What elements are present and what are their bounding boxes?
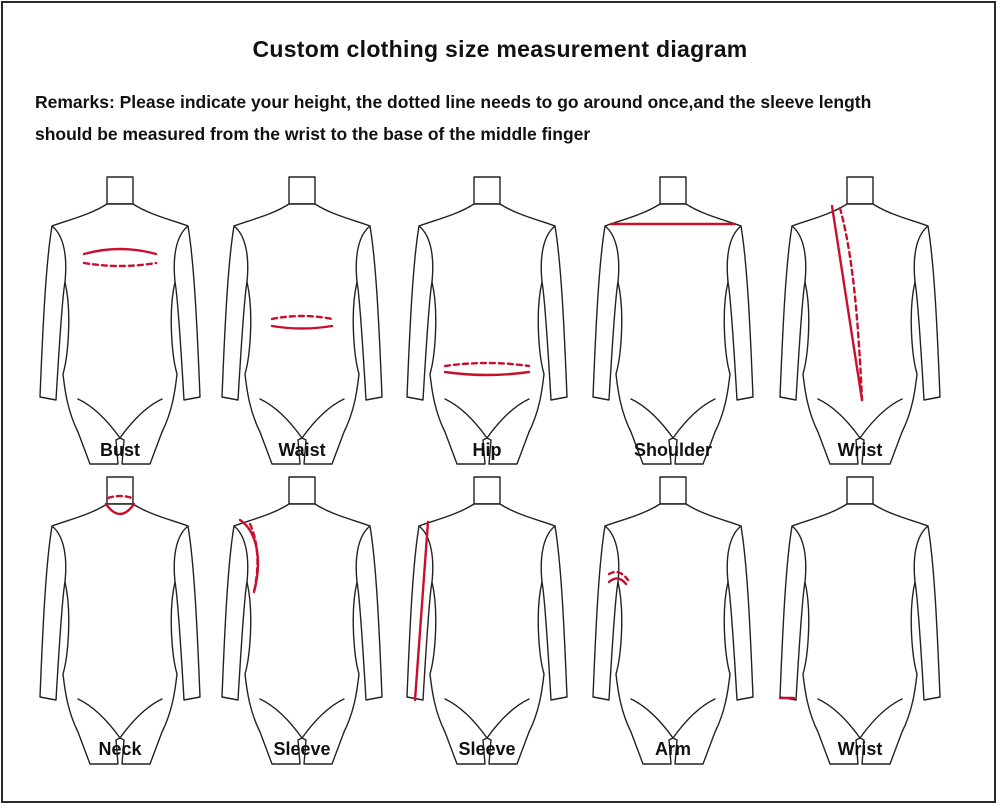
body-silhouette (39, 176, 201, 465)
measure-line-dotted (248, 522, 259, 594)
remarks-line-2: should be measured from the wrist to the… (35, 124, 591, 144)
figure-label: Hip (473, 440, 502, 460)
figure-label: Shoulder (634, 440, 712, 460)
figure-1 (39, 176, 201, 465)
measure-line-solid (270, 324, 334, 330)
figure-5 (779, 176, 941, 465)
measure-line-solid (607, 577, 628, 586)
measure-line-solid (82, 247, 158, 256)
measure-line-dotted (607, 570, 630, 582)
figure-label: Wrist (838, 739, 883, 759)
figure-label: Bust (100, 440, 140, 460)
figure-7 (221, 476, 383, 765)
body-silhouette (592, 476, 754, 765)
measure-line-solid (104, 502, 136, 516)
remarks-line-1: Remarks: Please indicate your height, th… (35, 92, 872, 112)
body-silhouette (406, 176, 568, 465)
measure-line-dotted (838, 206, 864, 402)
body-silhouette (39, 476, 201, 765)
page-title: Custom clothing size measurement diagram (252, 36, 748, 62)
figure-4 (592, 176, 754, 465)
figure-label: Neck (98, 739, 142, 759)
figure-label: Sleeve (273, 739, 330, 759)
figure-label: Arm (655, 739, 691, 759)
measure-line-dotted (270, 314, 334, 321)
figure-8 (406, 476, 568, 765)
figure-label: Waist (278, 440, 325, 460)
measure-line-solid (413, 520, 430, 702)
body-silhouette (592, 176, 754, 465)
measure-line-solid (443, 370, 531, 377)
figure-3 (406, 176, 568, 465)
measure-line-solid (830, 204, 864, 402)
body-silhouette (779, 176, 941, 465)
measure-line-dotted (82, 261, 158, 268)
body-silhouette (221, 476, 383, 765)
remarks-text: Remarks: Please indicate your height, th… (35, 86, 985, 150)
figure-label: Wrist (838, 440, 883, 460)
measure-line-dotted (443, 361, 531, 368)
measure-line-dotted (106, 494, 134, 500)
body-silhouette (221, 176, 383, 465)
figure-6 (39, 476, 201, 765)
figure-2 (221, 176, 383, 465)
figure-9 (592, 476, 754, 765)
figure-label: Sleeve (458, 739, 515, 759)
body-silhouette (779, 476, 941, 765)
figure-10 (778, 476, 941, 765)
body-silhouette (406, 476, 568, 765)
